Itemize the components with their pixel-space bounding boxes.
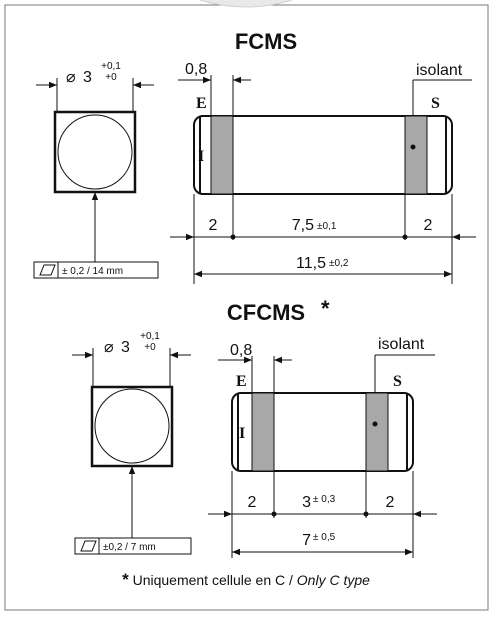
fcms-title: FCMS — [235, 29, 297, 54]
fcms-dim-total-tol: ±0,2 — [329, 258, 349, 269]
cfcms-label-s: S — [393, 373, 402, 390]
cfcms-dim-mid-tol: ± 0,3 — [313, 494, 336, 505]
fcms-dim-right: 2 — [424, 217, 433, 234]
fcms-flatness-text: ± 0,2 / 14 mm — [62, 266, 123, 277]
fcms-section: FCMS ⌀ 3 +0,1 +0 ± 0,2 / 14 mm 0,8 isola… — [33, 29, 476, 284]
fcms-dim-mid-tol: ±0,1 — [317, 221, 337, 232]
cfcms-section: CFCMS * ⌀ 3 +0,1 +0 ±0,2 / 7 mm 0,8 isol… — [72, 296, 437, 558]
fcms-isolant-dot — [410, 144, 416, 150]
fcms-diameter-value: 3 — [83, 69, 92, 86]
cfcms-dim-total-tol: ± 0,5 — [313, 532, 336, 543]
fcms-diameter-symbol-icon: ⌀ — [66, 69, 76, 86]
fcms-label-s: S — [431, 95, 440, 112]
cfcms-isolant-dot — [372, 421, 378, 427]
fcms-label-i: I — [198, 148, 204, 165]
cfcms-diameter-symbol-icon: ⌀ — [104, 339, 114, 356]
fcms-dim-mid: 7,5 — [292, 217, 314, 234]
cfcms-dim-total: 7 — [302, 532, 311, 549]
cfcms-dim-dot-left — [271, 511, 277, 517]
fcms-band-left — [210, 115, 234, 195]
cfcms-diameter-tol-zero: +0 — [144, 342, 156, 353]
cfcms-dim-mid: 3 — [302, 494, 311, 511]
cfcms-flatness-icon — [80, 540, 97, 552]
cfcms-diameter-value: 3 — [121, 339, 130, 356]
cfcms-flatness-text: ±0,2 / 7 mm — [103, 542, 156, 553]
fcms-end-view-circle — [57, 114, 133, 190]
fcms-body — [193, 115, 453, 195]
cfcms-asterisk: * — [321, 296, 330, 321]
footnote-star: * — [122, 570, 129, 589]
fcms-flatness-frame — [33, 261, 159, 279]
fcms-label-e: E — [196, 95, 207, 112]
fcms-isolant-label: isolant — [416, 62, 463, 79]
top-tab — [199, 0, 293, 8]
cfcms-band-right — [365, 392, 389, 472]
fcms-dim-left: 2 — [209, 217, 218, 234]
cfcms-diameter-tol-plus: +0,1 — [140, 331, 160, 342]
cfcms-label-i: I — [239, 425, 245, 442]
fcms-dim-total: 11,5 — [296, 255, 326, 272]
cfcms-flatness-frame — [74, 537, 192, 555]
fcms-flatness-icon — [39, 264, 56, 276]
footnote-text-fr: Uniquement cellule en C / — [133, 572, 297, 588]
fcms-dim-dot-right — [402, 234, 408, 240]
fcms-diameter-tol-zero: +0 — [105, 72, 117, 83]
cfcms-dim-dot-right — [363, 511, 369, 517]
cfcms-title: CFCMS — [227, 300, 305, 325]
fcms-dim-dot-left — [230, 234, 236, 240]
fcms-band-right — [404, 115, 428, 195]
footnote-text-en: Only C type — [297, 572, 370, 588]
cfcms-label-e: E — [236, 373, 247, 390]
cfcms-isolant-label: isolant — [378, 336, 425, 353]
footnote: * Uniquement cellule en C / Only C type — [122, 570, 370, 589]
cfcms-dim-right: 2 — [386, 494, 395, 511]
fcms-band-width: 0,8 — [185, 61, 207, 78]
cfcms-band-left — [251, 392, 275, 472]
cfcms-band-width: 0,8 — [230, 342, 252, 359]
cfcms-dim-left: 2 — [248, 494, 257, 511]
cfcms-end-view-circle — [94, 388, 170, 464]
fcms-diameter-tol-plus: +0,1 — [101, 61, 121, 72]
